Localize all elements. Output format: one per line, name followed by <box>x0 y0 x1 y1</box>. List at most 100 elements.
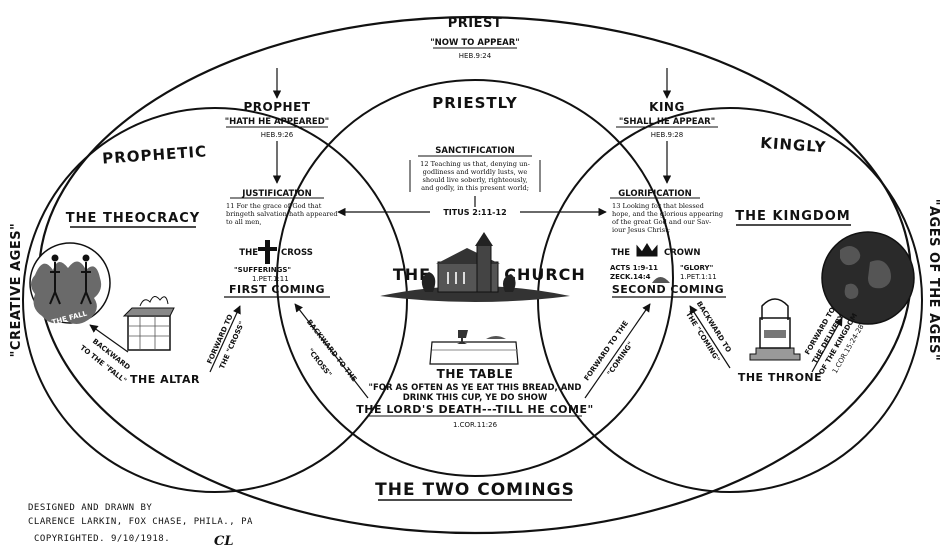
eden-trees <box>31 261 102 324</box>
backward-fall-arrow <box>89 324 129 353</box>
prophet-quote: "Hath He Appeared" <box>225 117 329 127</box>
adam-head <box>51 254 59 262</box>
prophetic-label: Prophetic <box>102 142 208 167</box>
priestly-label: Priestly <box>432 94 518 112</box>
second-coming-label: Second Coming <box>612 283 724 296</box>
prophetic-circle <box>22 107 408 493</box>
glorification-verse-3: of the great God and our Sav- <box>612 218 711 226</box>
adam-figure <box>49 262 61 305</box>
king-title: King <box>649 100 685 114</box>
justification-verse-1: 11 For the grace of God that <box>226 202 322 210</box>
eve-head <box>82 254 90 262</box>
globe-continents <box>840 246 891 299</box>
prophet-ref: Heb.9:26 <box>261 131 294 139</box>
bread-icon <box>486 336 506 339</box>
table-cloth <box>429 341 519 365</box>
sanctification-verse-1: 12 Teaching us that, denying un- <box>420 160 530 168</box>
priest-header: Priest "Now To Appear" Heb.9:24 <box>430 16 519 60</box>
table-title: The Table <box>437 367 514 381</box>
credit-line-1: Designed And Drawn By <box>28 503 152 513</box>
altar-smoke <box>139 296 169 307</box>
altar-block: The Altar <box>122 296 200 386</box>
theocracy-label: The Theocracy <box>66 211 200 226</box>
cross-block: The Cross "Sufferings" 1.Pet.1:11 First … <box>224 240 330 298</box>
justification-block: Justification 11 For the grace of God th… <box>226 189 338 226</box>
glory-ref: 1.Pet.1:11 <box>680 273 717 281</box>
crown-label: Crown <box>664 248 701 258</box>
glorification-verse-2: hope, and the glorious appearing <box>612 210 724 218</box>
glorification-verse-4: iour Jesus Christ; <box>612 226 670 234</box>
justification-verse-2: bringeth salvation hath appeared <box>226 210 338 218</box>
priest-title: Priest <box>448 16 503 31</box>
altar-body <box>127 315 171 351</box>
glory-label: "Glory" <box>680 264 713 272</box>
titus-ref: Titus 2:11-12 <box>443 208 506 217</box>
sanctification-brace <box>409 160 541 192</box>
kingly-circle <box>537 107 923 493</box>
table-line-3: The Lord's Death---Till He Come" <box>356 403 593 416</box>
throne-seat-cushion <box>764 330 786 338</box>
first-coming-label: First Coming <box>229 283 325 296</box>
sanctification-block: Sanctification 12 Teaching us that, deny… <box>409 146 541 207</box>
cross-label: Cross <box>281 248 313 258</box>
throne-icon <box>749 298 801 361</box>
justification-title: Justification <box>241 189 312 199</box>
cup-icon <box>457 330 468 344</box>
forward-cross-left-arrow <box>209 305 241 373</box>
glorification-verse-1: 13 Looking for that blessed <box>612 202 705 210</box>
king-ref: Heb.9:28 <box>651 131 683 139</box>
globe-illustration <box>821 231 915 325</box>
table-block: The Table "For As Often As Ye Eat This B… <box>356 330 593 429</box>
church-windows <box>447 272 465 284</box>
table-line-1: "For As Often As Ye Eat This Bread, And <box>369 383 582 393</box>
sufferings-ref: 1.Pet.1:11 <box>252 275 289 283</box>
altar-icon <box>122 296 175 351</box>
altar-top <box>122 307 175 317</box>
forward-coming-arrow <box>584 303 651 399</box>
altar-pattern <box>128 316 170 350</box>
table-line-2: Drink This Cup, Ye Do Show <box>403 393 548 403</box>
kingly-label: Kingly <box>760 134 827 157</box>
crown-icon <box>636 243 658 257</box>
church-spire <box>475 232 493 246</box>
cross-the: The <box>239 248 258 258</box>
credit-line-2: Clarence Larkin, Fox Chase, Phila., Pa <box>28 517 253 527</box>
priestly-circle <box>276 79 674 477</box>
throne-block: The Throne <box>738 298 822 384</box>
crown-block: The Crown Acts 1:9-11 Zeck.14:4 "Glory" … <box>610 243 726 298</box>
king-header: King "Shall He Appear" Heb.9:28 <box>616 68 718 184</box>
king-quote: "Shall He Appear" <box>619 117 715 127</box>
sanctification-verse-4: and godly, in this present world; <box>421 184 529 192</box>
church-trees <box>421 272 516 292</box>
two-comings-title: The Two Comings <box>375 480 575 500</box>
church-block: The Church <box>380 232 586 302</box>
church-label: Church <box>504 265 586 284</box>
mount-icon <box>652 277 670 283</box>
cross-vertical <box>265 240 270 264</box>
crown-zech-ref: Zeck.14:4 <box>610 273 651 281</box>
throne-label: The Throne <box>738 371 822 384</box>
priest-quote: "Now To Appear" <box>430 38 519 48</box>
kingdom-label: The Kingdom <box>735 209 850 224</box>
crown-the: The <box>611 248 630 258</box>
sanctification-verse-3: should live soberly, righteously, <box>423 176 528 184</box>
backward-cross-arrow <box>294 303 369 399</box>
throne-steps <box>749 347 801 361</box>
fall-illustration: The Fall <box>29 242 111 327</box>
cl-monogram: CL <box>214 534 234 549</box>
cross-horizontal <box>258 247 277 251</box>
justification-verse-3: to all men, <box>226 218 261 226</box>
forward-kingdom-arrow <box>811 317 843 373</box>
sufferings-label: "Sufferings" <box>234 266 291 274</box>
altar-label: The Altar <box>130 373 200 386</box>
crown-acts-ref: Acts 1:9-11 <box>610 264 658 272</box>
church-the: The <box>393 265 431 284</box>
prophet-title: Prophet <box>244 100 311 114</box>
eve-figure <box>80 262 92 305</box>
priest-ref: Heb.9:24 <box>459 52 492 60</box>
glorification-block: Glorification 13 Looking for that blesse… <box>610 189 724 234</box>
table-icon <box>429 330 519 365</box>
church-icon <box>380 232 570 302</box>
credit-line-3: Copyrighted. 9/10/1918. <box>34 534 170 544</box>
throne-back <box>761 298 789 320</box>
